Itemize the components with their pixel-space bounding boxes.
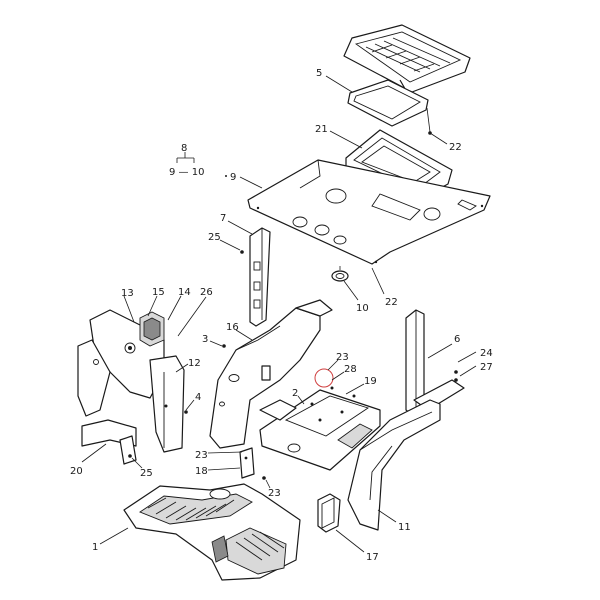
- callout-23-low: 23: [268, 488, 281, 499]
- callout-28: 28: [344, 364, 357, 375]
- deck-plate-9: [247, 159, 491, 265]
- bracket-15-14: [139, 311, 165, 347]
- callout-18: 18: [195, 466, 208, 477]
- callout-26: 26: [200, 287, 213, 298]
- top-grille-cover: [343, 24, 471, 95]
- callout-7: 7: [220, 213, 226, 224]
- plate-18: [239, 447, 255, 479]
- callout-14: 14: [178, 287, 191, 298]
- left-panel-12: [149, 355, 185, 453]
- callout-11: 11: [398, 522, 411, 533]
- front-housing-16: [209, 299, 333, 449]
- callout-16: 16: [226, 322, 239, 333]
- callout-13: 13: [121, 288, 134, 299]
- callout-22-top: 22: [449, 142, 462, 153]
- callout-25-top: 25: [208, 232, 221, 243]
- callout-8: 8: [181, 143, 187, 154]
- callout-24: 24: [480, 348, 493, 359]
- grommet-10: [331, 266, 349, 282]
- block-17: [317, 493, 341, 533]
- callout-23-left: 23: [195, 450, 208, 461]
- callout-10: 10: [356, 303, 369, 314]
- bracket-20: [81, 419, 137, 465]
- callout-9: 9: [230, 172, 236, 183]
- callout-4: 4: [195, 392, 201, 403]
- callout-2: 2: [292, 388, 298, 399]
- rear-fender-11: [347, 399, 441, 531]
- callout-25-bottom: 25: [140, 468, 153, 479]
- highlight-circle: [314, 368, 334, 388]
- callout-27: 27: [480, 362, 493, 373]
- callout-17: 17: [366, 552, 379, 563]
- callout-5: 5: [316, 68, 322, 79]
- post-6: [405, 309, 465, 417]
- callout-15: 15: [152, 287, 165, 298]
- base-unit-19: [259, 386, 381, 471]
- callout-23-mid: 23: [336, 352, 349, 363]
- callout-3: 3: [202, 334, 208, 345]
- floor-pan-1: [123, 483, 301, 581]
- callout-9-10: 9 — 10: [169, 167, 204, 178]
- group-8-bracket: [176, 152, 195, 163]
- callout-19: 19: [364, 376, 377, 387]
- callout-1: 1: [92, 542, 98, 553]
- callout-12: 12: [188, 358, 201, 369]
- callout-21: 21: [315, 124, 328, 135]
- callout-22-bottom: 22: [385, 297, 398, 308]
- gasket-frame: [347, 79, 429, 127]
- post-7: [249, 227, 271, 327]
- callout-6: 6: [454, 334, 460, 345]
- callout-20: 20: [70, 466, 83, 477]
